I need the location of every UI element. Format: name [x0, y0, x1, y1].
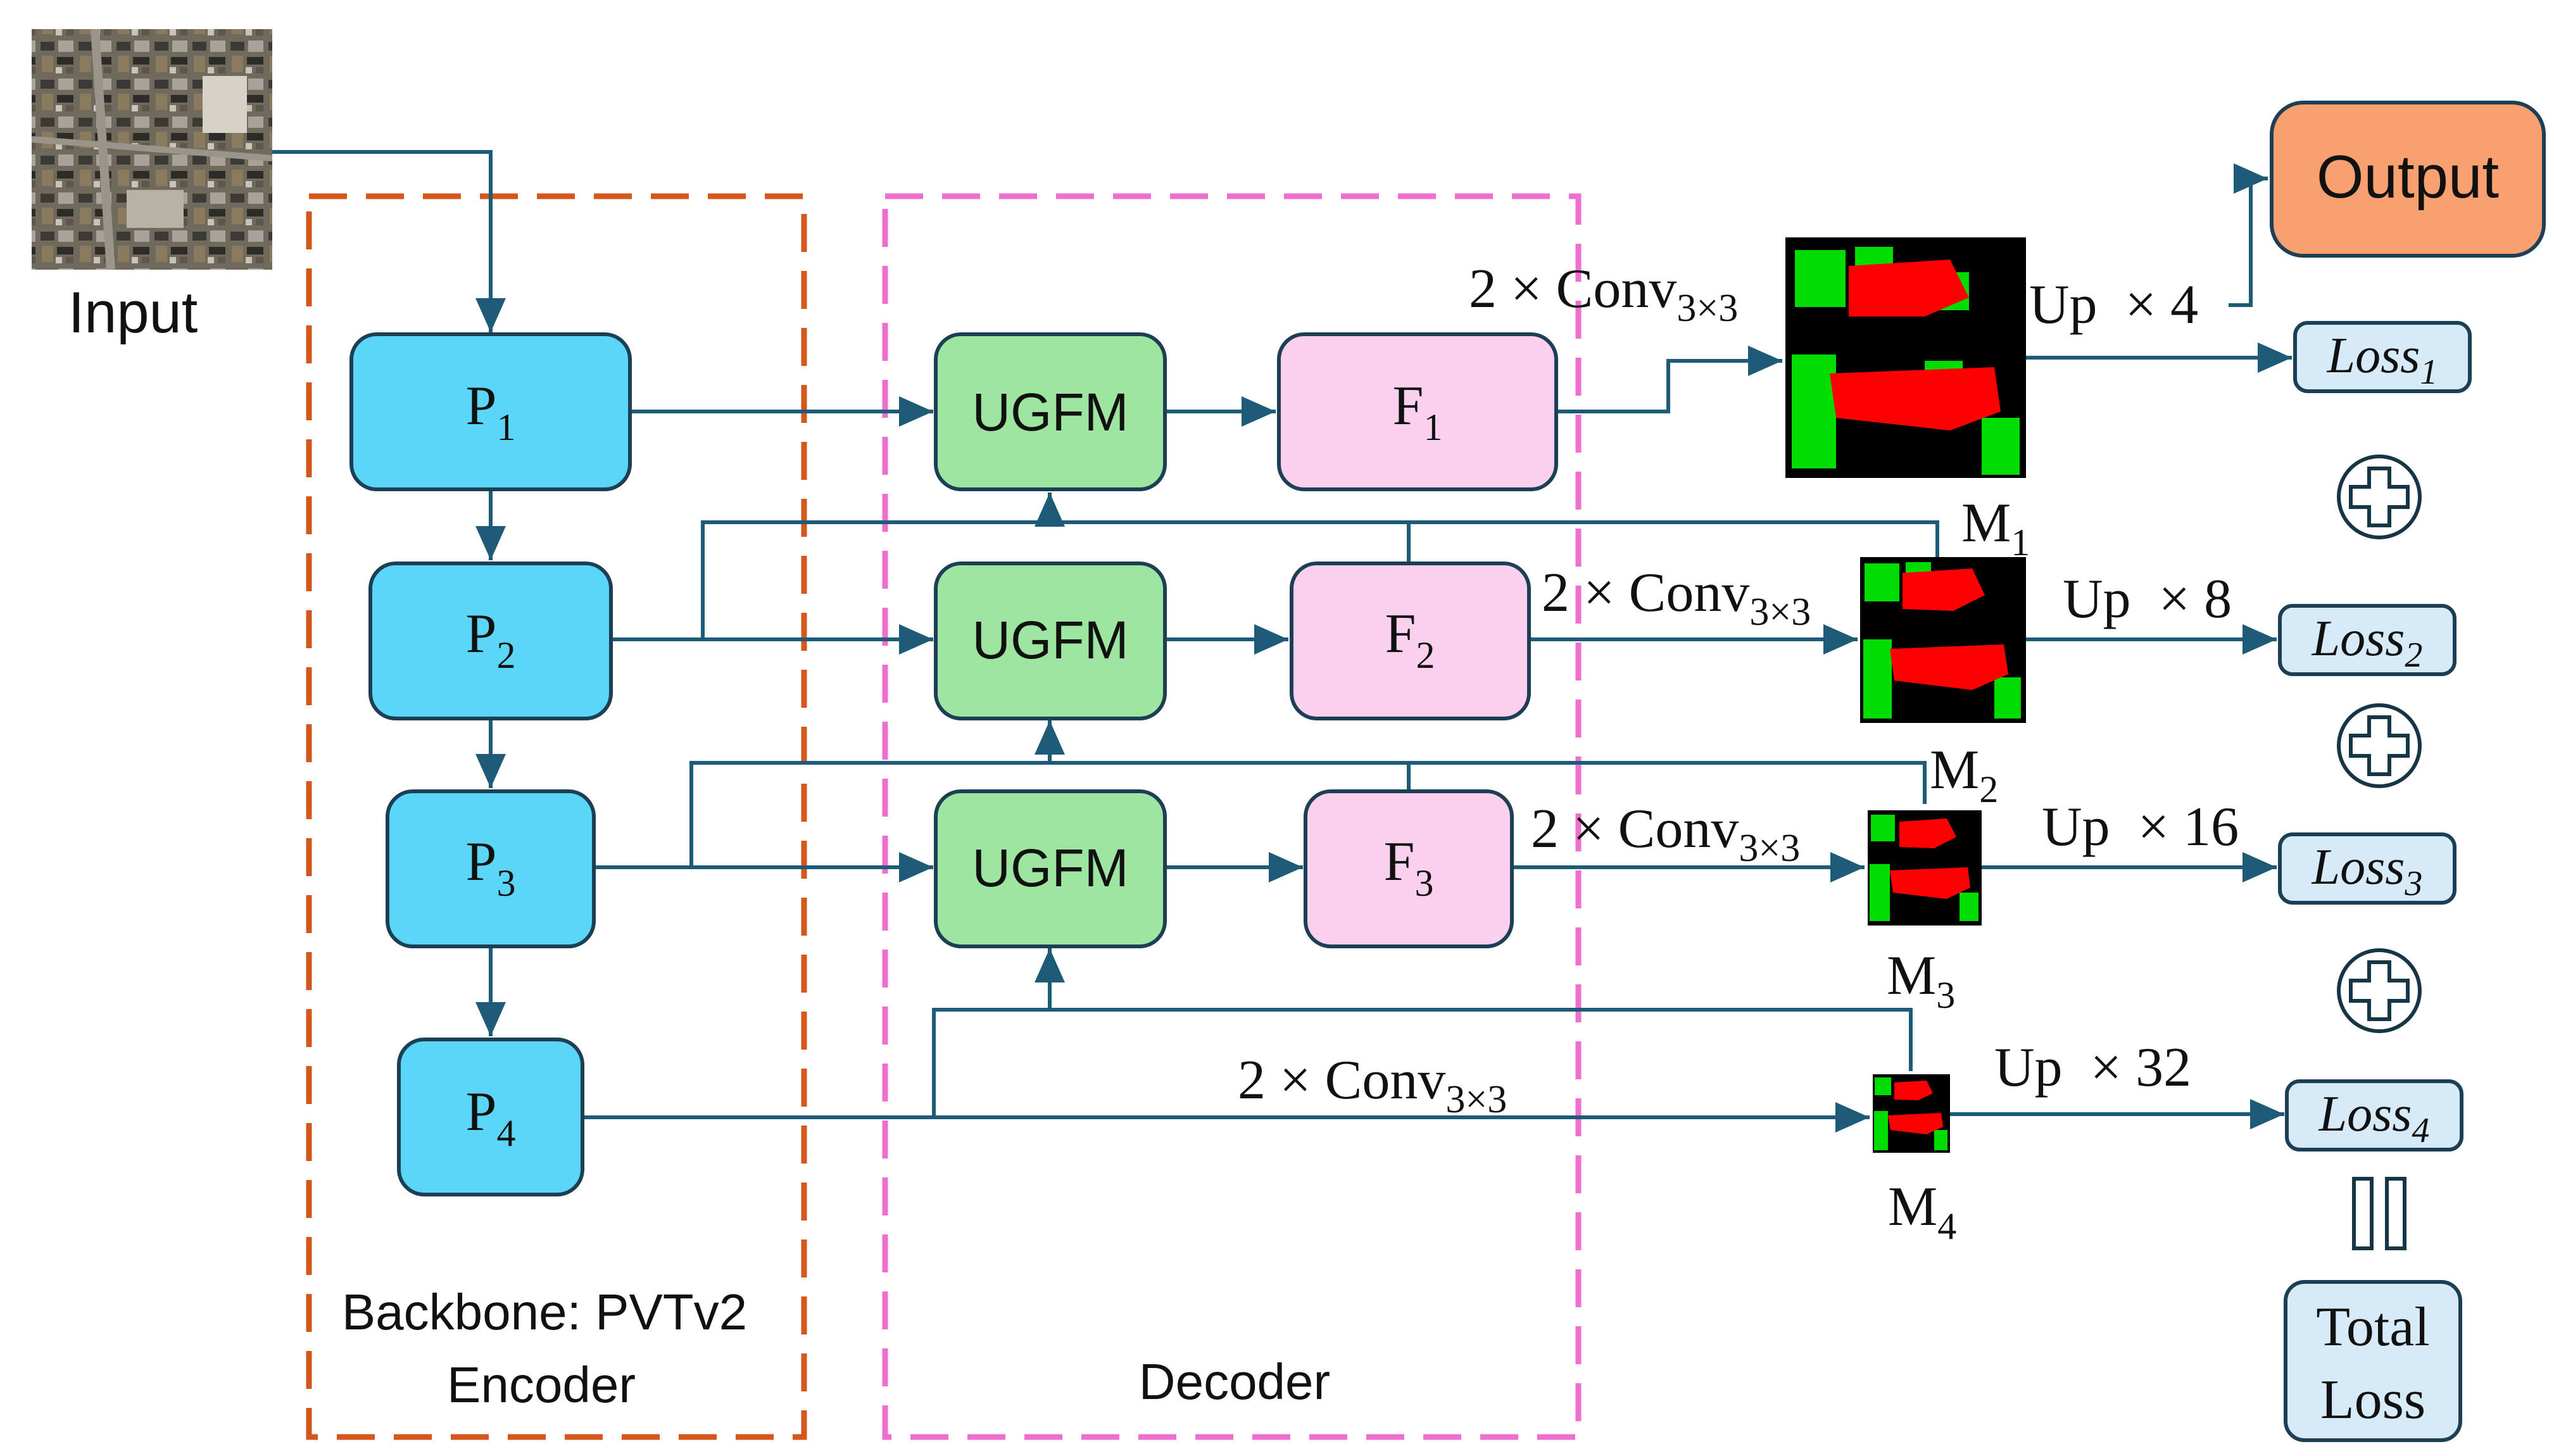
- svg-text:P1: P1: [466, 375, 516, 448]
- svg-text:Loss2: Loss2: [2312, 611, 2423, 675]
- input-label: Input: [68, 280, 198, 345]
- mask-label-m1: M1: [1961, 493, 2030, 563]
- svg-text:Loss4: Loss4: [2318, 1086, 2430, 1150]
- plus-icon: [2337, 948, 2422, 1033]
- feedback-m2-ugfm1: [701, 520, 1939, 639]
- conv-label-1: 2 × Conv3×3: [1469, 258, 1738, 330]
- segmentation-mask-4: [1873, 1074, 1950, 1153]
- mask-label-m3: M3: [1887, 945, 1955, 1016]
- segmentation-mask-2: [1860, 557, 2026, 723]
- ugfm-block-2: UGFM: [934, 562, 1167, 720]
- svg-text:P4: P4: [466, 1081, 516, 1154]
- svg-text:Loss1: Loss1: [2327, 328, 2438, 392]
- upsample-label-4: Up × 4: [2029, 274, 2198, 336]
- encoder-block-p2: P2: [368, 562, 613, 720]
- fusion-block-f3: F3: [1304, 789, 1514, 948]
- decoder-label: Decoder: [1139, 1353, 1330, 1410]
- svg-text:UGFM: UGFM: [972, 382, 1128, 442]
- encoder-block-p4: P4: [397, 1038, 584, 1196]
- segmentation-mask-1: [1785, 237, 2026, 478]
- encoder-block-p1: P1: [349, 332, 632, 491]
- mask-label-m2: M2: [1930, 739, 1998, 810]
- conv-label-2: 2 × Conv3×3: [1542, 562, 1811, 634]
- loss-block-2: Loss2: [2278, 604, 2456, 676]
- svg-text:F1: F1: [1393, 375, 1443, 448]
- fusion-block-f2: F2: [1290, 562, 1531, 720]
- svg-text:Loss: Loss: [2320, 1369, 2425, 1431]
- arrow-f1-m1: [1556, 346, 1782, 413]
- feedback-m3-ugfm2: [689, 761, 1927, 867]
- plus-icon: [2337, 455, 2422, 539]
- svg-text:UGFM: UGFM: [972, 838, 1128, 898]
- fusion-block-f1: F1: [1277, 332, 1558, 491]
- input-image: [32, 29, 272, 270]
- svg-text:P3: P3: [466, 831, 516, 904]
- ugfm-block-3: UGFM: [934, 789, 1167, 948]
- feedback-m4-ugfm3: [932, 1008, 1913, 1117]
- backbone-label: Backbone: PVTv2: [342, 1284, 747, 1340]
- svg-text:F2: F2: [1385, 603, 1435, 676]
- ugfm-block-1: UGFM: [934, 332, 1167, 491]
- segmentation-mask-3: [1868, 810, 1982, 926]
- total-loss-block: Total Loss: [2284, 1280, 2462, 1442]
- svg-text:P2: P2: [466, 603, 516, 676]
- plus-icon: [2337, 703, 2422, 788]
- encoder-block-p3: P3: [386, 789, 596, 948]
- conv-label-3: 2 × Conv3×3: [1531, 798, 1800, 870]
- output-block: Output: [2270, 101, 2546, 258]
- upsample-label-8: Up × 8: [2063, 568, 2232, 630]
- upsample-label-32: Up × 32: [1994, 1037, 2191, 1098]
- equals-icon: [2352, 1177, 2406, 1250]
- svg-text:UGFM: UGFM: [972, 610, 1128, 670]
- svg-text:F3: F3: [1384, 831, 1434, 904]
- arrow-m1-output: [2229, 163, 2268, 307]
- loss-block-4: Loss4: [2285, 1079, 2463, 1152]
- loss-block-1: Loss1: [2293, 321, 2472, 393]
- svg-text:Total: Total: [2316, 1296, 2430, 1358]
- svg-text:Loss3: Loss3: [2312, 839, 2423, 903]
- loss-block-3: Loss3: [2278, 832, 2456, 905]
- upsample-label-16: Up × 16: [2042, 796, 2239, 858]
- conv-label-4: 2 × Conv3×3: [1238, 1050, 1507, 1121]
- arrow-input-p1: [272, 150, 506, 332]
- encoder-frame: [306, 193, 807, 1440]
- mask-label-m4: M4: [1888, 1176, 1956, 1247]
- encoder-label: Encoder: [447, 1357, 636, 1413]
- decoder-frame: [882, 193, 1582, 1440]
- svg-text:Output: Output: [2317, 143, 2499, 211]
